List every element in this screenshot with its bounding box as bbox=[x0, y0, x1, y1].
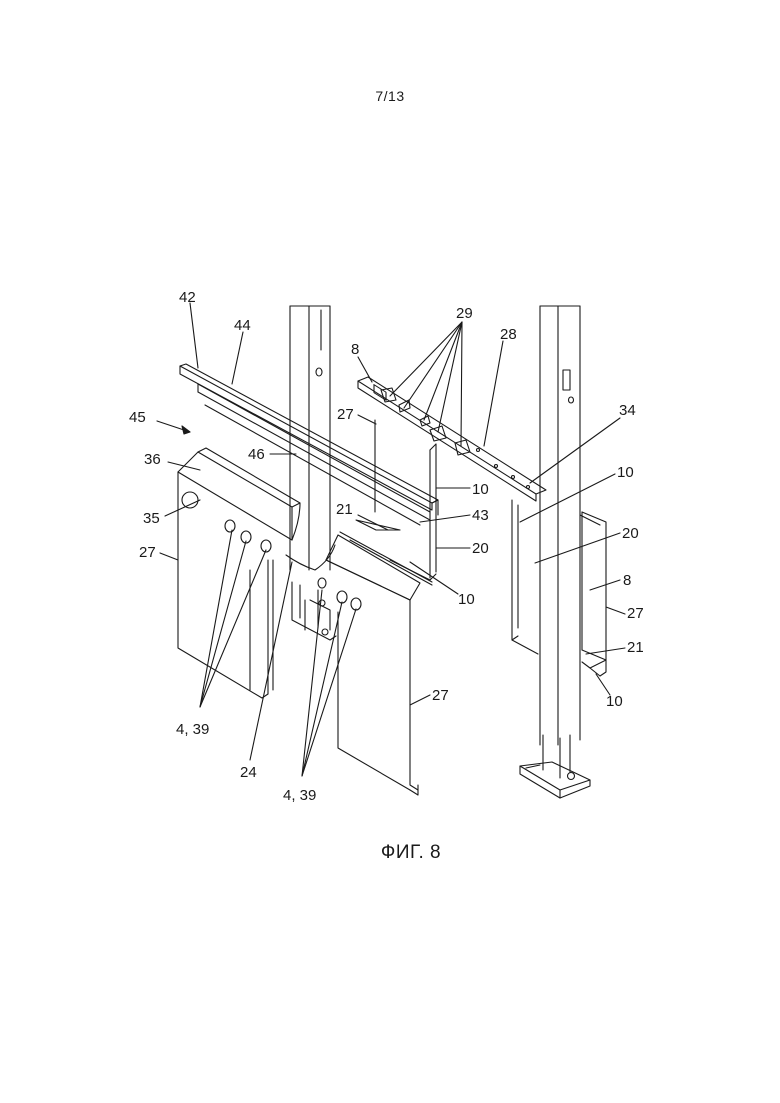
front-right-panel bbox=[305, 535, 420, 795]
label-10-b: 10 bbox=[458, 591, 475, 608]
label-20-mid: 20 bbox=[472, 540, 489, 557]
right-box bbox=[512, 500, 606, 676]
label-27-bottom: 27 bbox=[432, 687, 449, 704]
right-post bbox=[520, 306, 590, 798]
label-28: 28 bbox=[500, 326, 517, 343]
label-35: 35 bbox=[143, 510, 160, 527]
label-4-39-left: 4, 39 bbox=[176, 721, 209, 738]
label-8-right: 8 bbox=[623, 572, 631, 589]
label-8-top: 8 bbox=[351, 341, 359, 358]
label-27-mid: 27 bbox=[337, 406, 354, 423]
top-bar-28 bbox=[358, 377, 546, 501]
label-20-right: 20 bbox=[622, 525, 639, 542]
center-bracket bbox=[292, 578, 336, 640]
label-10-a: 10 bbox=[472, 481, 489, 498]
label-44: 44 bbox=[234, 317, 251, 334]
leader-lines bbox=[157, 303, 625, 776]
label-24: 24 bbox=[240, 764, 257, 781]
label-27-left: 27 bbox=[139, 544, 156, 561]
label-4-39-bottom: 4, 39 bbox=[283, 787, 316, 804]
label-21-right: 21 bbox=[627, 639, 644, 656]
inner-panel bbox=[356, 420, 436, 580]
label-21-mid: 21 bbox=[336, 501, 353, 518]
label-10-bottom-right: 10 bbox=[606, 693, 623, 710]
label-36: 36 bbox=[144, 451, 161, 468]
label-42: 42 bbox=[179, 289, 196, 306]
label-29: 29 bbox=[456, 305, 473, 322]
label-34: 34 bbox=[619, 402, 636, 419]
label-43: 43 bbox=[472, 507, 489, 524]
label-45: 45 bbox=[129, 409, 146, 426]
label-10-right: 10 bbox=[617, 464, 634, 481]
figure-caption: ФИГ. 8 bbox=[0, 842, 780, 864]
label-46: 46 bbox=[248, 446, 265, 463]
label-27-right: 27 bbox=[627, 605, 644, 622]
